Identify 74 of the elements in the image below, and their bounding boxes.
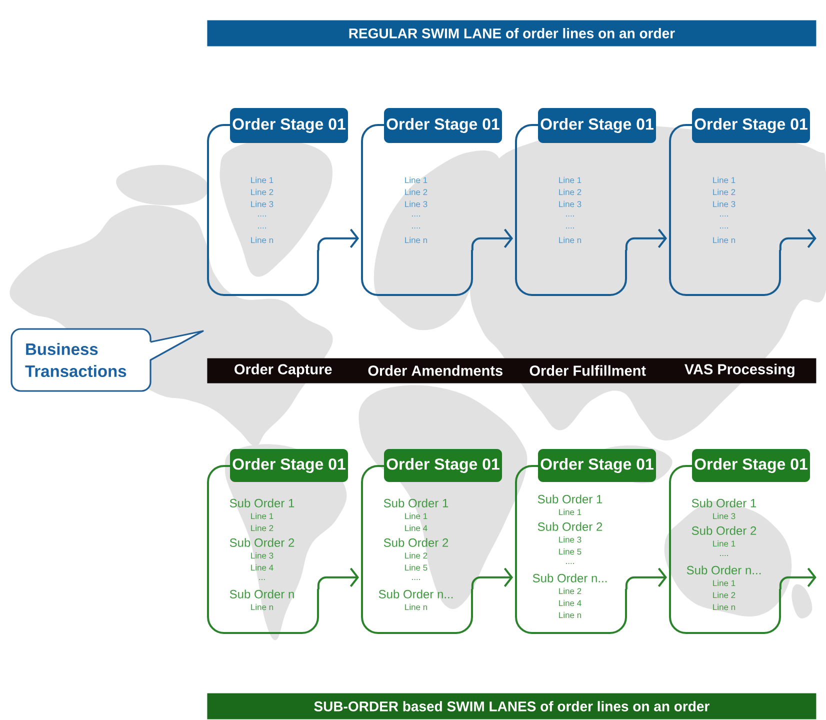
line-item: Line 2	[713, 188, 736, 196]
stage-tab: Order Stage 01	[538, 108, 656, 143]
arrow	[625, 568, 668, 590]
line-item: Line n	[405, 604, 428, 610]
line-item: Line 3	[559, 536, 582, 543]
line-item: Line 2	[559, 588, 582, 594]
sub-order-text: Sub Order 1	[692, 498, 756, 508]
line-item: Line 2	[713, 592, 736, 598]
sub-order-text: Sub Order 2	[230, 538, 294, 547]
stage-label: Order Amendments	[368, 365, 502, 376]
sub-order-text: Sub Order 1	[384, 498, 448, 508]
sub-order-text: Sub Order 2	[384, 538, 448, 547]
line-item: ...	[259, 579, 265, 580]
line-item: Line 3	[713, 200, 736, 208]
sub-order-text: Sub Order 2	[692, 526, 756, 535]
line-item: Line n	[405, 236, 428, 244]
line-item: Line 2	[405, 188, 428, 196]
line-item: Line 1	[559, 508, 582, 516]
line-item: ....	[720, 555, 728, 556]
line-item: Line 1	[251, 176, 274, 184]
stage-tab: Order Stage 01	[692, 449, 810, 482]
stage-tab: Order Stage 01	[692, 108, 810, 143]
line-item: Line 4	[559, 600, 582, 606]
line-item: Line 2	[559, 188, 582, 196]
stage-label: Order Fulfillment	[530, 365, 646, 376]
sub-order-text: Sub Order n...	[532, 574, 607, 582]
line-item: Line n	[713, 604, 736, 610]
line-item: Line 3	[559, 200, 582, 208]
arrow	[471, 228, 513, 250]
line-item: Line n	[251, 604, 274, 610]
line-item: Line 4	[405, 524, 428, 532]
line-item: Line 5	[559, 548, 582, 555]
line-item: ....	[566, 563, 574, 564]
arrow	[625, 228, 668, 250]
sub-order-text: Sub Order 1	[538, 494, 602, 504]
sub-order-text: Sub Order n...	[686, 566, 761, 574]
line-item: Line n	[251, 236, 274, 244]
line-item: Line n	[559, 612, 582, 618]
line-item: ....	[412, 579, 420, 580]
stage-tab: Order Stage 01	[230, 449, 348, 482]
line-item: Line 1	[713, 540, 736, 547]
stage-tab: Order Stage 01	[384, 449, 502, 482]
line-item: Line 1	[559, 176, 582, 184]
sub-order-text: Sub Order 2	[538, 522, 602, 531]
line-item: Line 3	[251, 200, 274, 208]
stage-label: VAS Processing	[684, 364, 794, 378]
stage-tab: Order Stage 01	[230, 108, 348, 143]
line-item: Line 2	[405, 552, 428, 559]
sub-order-text: Sub Order 1	[230, 498, 294, 508]
arrow	[779, 228, 816, 250]
title-band: SUB-ORDER based SWIM LANES of order lines on an order	[207, 693, 816, 720]
line-item: Line 5	[405, 564, 428, 571]
title-band: REGULAR SWIM LANE of order lines on an order	[207, 20, 816, 46]
line-item: Line 2	[251, 524, 274, 532]
stage-tab: Order Stage 01	[538, 449, 656, 482]
stage-label: Order Capture	[234, 364, 332, 378]
line-item: Line 1	[251, 512, 274, 520]
line-item: Line n	[713, 236, 736, 244]
line-item: Line 1	[713, 176, 736, 184]
callout-box: Business Transactions	[10, 328, 204, 392]
line-item: Line 1	[713, 580, 736, 586]
line-item: Line n	[559, 236, 582, 244]
line-item: Line 1	[405, 512, 428, 520]
line-item: Line 1	[405, 176, 428, 184]
line-item: Line 3	[251, 552, 274, 559]
arrow	[471, 568, 513, 590]
sub-order-text: Sub Order n...	[378, 590, 453, 598]
stage-tab: Order Stage 01	[384, 108, 502, 143]
arrow	[317, 568, 359, 590]
line-item: Line 3	[405, 200, 428, 208]
line-item: Line 3	[713, 512, 736, 520]
sub-order-text: Sub Order n	[230, 590, 294, 598]
line-item: Line 4	[251, 564, 274, 571]
line-item: Line 2	[251, 188, 274, 196]
